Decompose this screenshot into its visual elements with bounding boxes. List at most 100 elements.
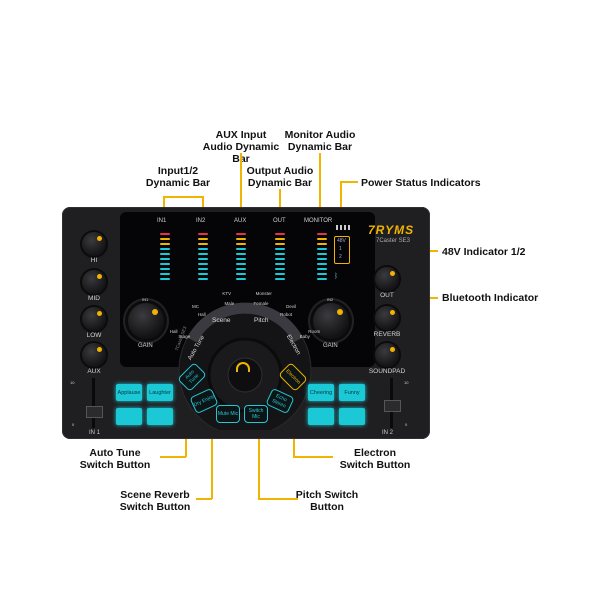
- pad-laughter[interactable]: Laughter: [147, 384, 173, 401]
- knob-hi-label: HI: [90, 257, 98, 264]
- headphone-icon: [236, 362, 250, 372]
- scene-option: Room: [308, 329, 321, 334]
- pad-applause[interactable]: Applause: [116, 384, 142, 401]
- knob-out-label: OUT: [380, 292, 394, 299]
- pad-right-4[interactable]: [339, 408, 365, 425]
- gain-in1-label: GAIN: [138, 343, 153, 349]
- callout-power-status: Power Status Indicators: [361, 177, 481, 189]
- switch-mic-button[interactable]: Switch Mic: [244, 405, 268, 423]
- callout-scene-reverb: Scene Reverb Switch Button: [119, 489, 191, 513]
- knob-low[interactable]: [82, 307, 106, 331]
- meter-segment: [236, 238, 246, 240]
- meter-segment: [317, 243, 327, 245]
- meter-segment: [317, 263, 327, 265]
- scene-option: Female: [253, 300, 269, 306]
- knob-mid[interactable]: [82, 270, 106, 294]
- scene-option: Stage: [178, 334, 191, 339]
- fader-in2[interactable]: [380, 378, 404, 428]
- knob-aux[interactable]: [82, 343, 106, 367]
- scene-option: Monster: [255, 290, 272, 296]
- callout-pitch: Pitch Switch Button: [295, 489, 359, 513]
- pad-cheering[interactable]: Cheering: [308, 384, 334, 401]
- meter-segment: [198, 278, 208, 280]
- brand-logo: 7RYMS: [368, 223, 415, 237]
- meter-segment: [275, 268, 285, 270]
- channel-label-in1: IN1: [157, 218, 167, 224]
- knob-hi[interactable]: [82, 232, 106, 256]
- meter-segment: [275, 248, 285, 250]
- gain-in2-label: GAIN: [323, 343, 338, 349]
- meter-segment: [198, 263, 208, 265]
- indicator-48v-2: 2: [339, 254, 342, 260]
- wheel-label-pitch: Pitch: [254, 317, 269, 324]
- callout-bluetooth: Bluetooth Indicator: [442, 292, 539, 304]
- scene-option: Baby: [299, 334, 310, 339]
- meter-segment: [317, 258, 327, 260]
- callout-input12: Input1/2 Dynamic Bar: [145, 165, 211, 189]
- knob-soundpad[interactable]: [375, 343, 399, 367]
- meter-segment: [317, 268, 327, 270]
- meter-segment: [236, 248, 246, 250]
- pad-left-3[interactable]: [116, 408, 142, 425]
- meter-segment: [236, 253, 246, 255]
- meter-segment: [317, 253, 327, 255]
- meter-segment: [317, 278, 327, 280]
- leader-aux: [240, 153, 242, 215]
- meter-segment: [236, 273, 246, 275]
- gain-in1-small-label: IN1: [142, 297, 149, 302]
- mute-mic-button[interactable]: Mute Mic: [216, 405, 240, 423]
- pad-left-4[interactable]: [147, 408, 173, 425]
- bluetooth-icon: ᛒ: [334, 273, 339, 280]
- indicator-48v-1: 1: [339, 246, 342, 252]
- channel-label-out: OUT: [273, 218, 286, 224]
- scene-option: Hall: [169, 329, 178, 334]
- knob-low-label: LOW: [86, 332, 102, 339]
- model-name: 7Caster SE3: [376, 238, 411, 244]
- meter-segment: [160, 238, 170, 240]
- knob-reverb-label: REVERB: [373, 331, 401, 338]
- meter-segment: [198, 248, 208, 250]
- leader-input-r: [202, 196, 204, 214]
- leader-pitch-h: [258, 498, 298, 500]
- scene-option: Devil: [286, 304, 297, 310]
- meter-segment: [198, 253, 208, 255]
- meter-segment: [275, 238, 285, 240]
- gain-in2-small-label: IN2: [327, 297, 334, 302]
- meter-segment: [275, 258, 285, 260]
- leader-input-h: [163, 196, 203, 198]
- channel-label-aux: AUX: [234, 218, 247, 224]
- leader-scene-v: [211, 415, 213, 499]
- indicator-48v-box: 48V 1 2: [334, 236, 350, 264]
- fader-in1-scale-bottom: 0: [72, 422, 75, 427]
- gain-knob-in1[interactable]: [128, 303, 164, 339]
- meter-segment: [198, 238, 208, 240]
- scene-option: Hall: [197, 312, 206, 318]
- meter-segment: [317, 233, 327, 235]
- meter-segment: [160, 258, 170, 260]
- scene-option: MC: [191, 304, 199, 310]
- wheel-label-scene: Scene: [212, 317, 231, 324]
- meter-segment: [275, 273, 285, 275]
- pad-funny[interactable]: Funny: [339, 384, 365, 401]
- scene-option: Male: [224, 300, 235, 306]
- leader-electron-h: [293, 456, 333, 458]
- callout-output-audio: Output Audio Dynamic Bar: [246, 165, 314, 189]
- meter-segment: [198, 273, 208, 275]
- meter-segment: [198, 233, 208, 235]
- fader-in1[interactable]: [82, 378, 106, 428]
- leader-input-l: [163, 196, 165, 214]
- knob-reverb[interactable]: [375, 306, 399, 330]
- pad-right-3[interactable]: [308, 408, 334, 425]
- leader-autotune-h: [160, 456, 186, 458]
- gain-knob-in2[interactable]: [313, 303, 349, 339]
- meter-segment: [160, 268, 170, 270]
- knob-out[interactable]: [375, 267, 399, 291]
- leader-pitch-v: [258, 420, 260, 499]
- meter-segment: [317, 273, 327, 275]
- leader-monitor: [319, 153, 321, 215]
- leader-output: [279, 189, 281, 215]
- meter-segment: [236, 258, 246, 260]
- meter-segment: [236, 278, 246, 280]
- meter-segment: [160, 233, 170, 235]
- meter-segment: [275, 263, 285, 265]
